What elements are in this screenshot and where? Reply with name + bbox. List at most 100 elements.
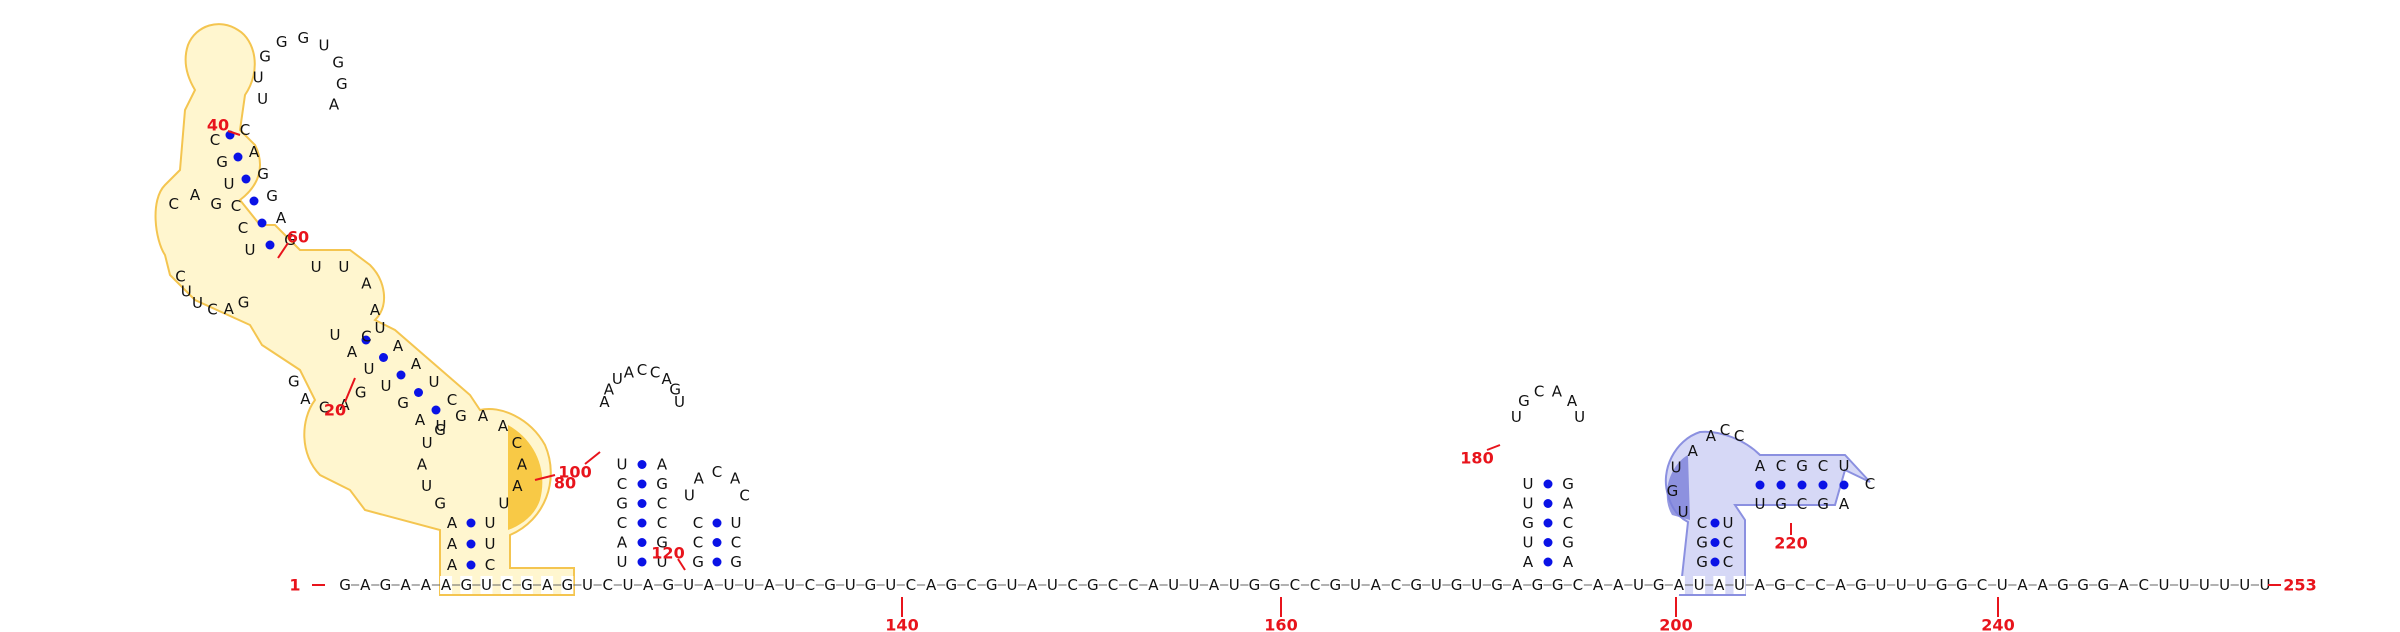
backbone-nucleotide: G	[1410, 576, 1422, 594]
loop-nucleotide: U	[498, 495, 509, 513]
nucleotide-bg	[824, 576, 837, 594]
nucleotide-bg	[440, 576, 453, 594]
loop-nucleotide: G	[288, 373, 300, 391]
nucleotide-bg	[1935, 576, 1948, 594]
stem-nucleotide: C	[617, 514, 627, 532]
loop-nucleotide: A	[1688, 442, 1699, 460]
loop-nucleotide: G	[1667, 482, 1679, 500]
backbone-nucleotide: U	[2219, 576, 2230, 594]
backbone-nucleotide: G	[663, 576, 675, 594]
backbone-nucleotide: G	[380, 576, 392, 594]
stem-nucleotide: A	[1523, 553, 1534, 571]
nucleotide-bg	[642, 576, 655, 594]
nucleotide-bg	[1187, 576, 1200, 594]
position-tick	[1486, 444, 1501, 451]
branch-nucleotide: A	[1755, 457, 1766, 475]
base-pair-dot	[396, 370, 406, 380]
loop-nucleotide: A	[300, 390, 311, 408]
stem-nucleotide: U	[617, 456, 628, 474]
backbone-nucleotide: C	[966, 576, 976, 594]
nucleotide-bg	[419, 576, 432, 594]
nucleotide-bg	[904, 576, 917, 594]
loop-nucleotide: A	[730, 470, 741, 488]
stem-nucleotide: U	[224, 175, 235, 193]
stem-nucleotide: A	[657, 456, 668, 474]
base-pair-dot	[637, 499, 647, 508]
position-label: 200	[1659, 616, 1692, 632]
base-pair-dot	[1543, 538, 1553, 547]
nucleotide-bg	[2178, 576, 2191, 594]
stem-nucleotide: C	[657, 514, 667, 532]
stem-nucleotide: G	[656, 475, 668, 493]
nucleotide-bg	[541, 576, 554, 594]
backbone-nucleotide: U	[744, 576, 755, 594]
start-label: 1	[289, 576, 300, 595]
loop-nucleotide: U	[257, 90, 268, 108]
backbone-nucleotide: C	[805, 576, 815, 594]
stem-nucleotide: G	[1522, 514, 1534, 532]
backbone-nucleotide: C	[602, 576, 612, 594]
loop-nucleotide: G	[336, 75, 348, 93]
backbone-nucleotide: G	[2057, 576, 2069, 594]
backbone-nucleotide: A	[1674, 576, 1685, 594]
backbone-nucleotide: G	[986, 576, 998, 594]
backbone-nucleotide: C	[906, 576, 916, 594]
base-pair-dot	[241, 174, 251, 184]
nucleotide-bg	[844, 576, 857, 594]
backbone-nucleotide: U	[845, 576, 856, 594]
base-pair-dot	[712, 557, 722, 567]
backbone-nucleotide: G	[824, 576, 836, 594]
backbone-nucleotide: U	[784, 576, 795, 594]
backbone-nucleotide: A	[1512, 576, 1523, 594]
nucleotide-bg	[601, 576, 614, 594]
backbone-nucleotide: C	[1391, 576, 1401, 594]
stem-nucleotide: G	[266, 187, 278, 205]
base-pair-dot	[466, 560, 476, 570]
base-pair-dot	[233, 152, 243, 162]
nucleotide-bg	[2036, 576, 2049, 594]
base-pair-dot	[712, 518, 722, 528]
stem-nucleotide: C	[731, 534, 741, 552]
stem-nucleotide: G	[397, 394, 409, 412]
nucleotide-bg	[1672, 576, 1685, 594]
nucleotide-bg	[1693, 576, 1706, 594]
nucleotide-bg	[1288, 576, 1301, 594]
stem-nucleotide: G	[434, 421, 446, 439]
branch-nucleotide: U	[1755, 495, 1766, 513]
stem-nucleotide: U	[245, 241, 256, 259]
loop-nucleotide: A	[662, 370, 673, 388]
nucleotide-bg	[1410, 576, 1423, 594]
stem-nucleotide: A	[249, 143, 260, 161]
base-pair-dot	[361, 335, 371, 345]
nucleotide-bg	[884, 576, 897, 594]
stem-nucleotide: G	[1562, 475, 1574, 493]
loop-nucleotide: U	[684, 487, 695, 505]
base-pair-dot	[1839, 480, 1849, 490]
stem-nucleotide: A	[1563, 553, 1574, 571]
position-label: 80	[554, 474, 576, 493]
nucleotide-bg	[1208, 576, 1221, 594]
backbone-nucleotide: U	[2199, 576, 2210, 594]
nucleotide-bg	[1773, 576, 1786, 594]
backbone-nucleotide: U	[1896, 576, 1907, 594]
stem-nucleotide: U	[1523, 495, 1534, 513]
branch-nucleotide: G	[1817, 495, 1829, 513]
loop-nucleotide: U	[338, 258, 349, 276]
base-pair-dot	[249, 196, 259, 206]
loop-nucleotide: A	[498, 417, 509, 435]
backbone-nucleotide: G	[460, 576, 472, 594]
base-pair-dot	[637, 557, 647, 567]
nucleotide-bg	[2157, 576, 2170, 594]
nucleotide-bg	[702, 576, 715, 594]
backbone-nucleotide: U	[1997, 576, 2008, 594]
backbone-nucleotide: U	[1916, 576, 1927, 594]
loop-nucleotide: G	[1518, 392, 1530, 410]
stem-nucleotide: C	[1563, 514, 1573, 532]
loop-nucleotide: U	[181, 282, 192, 300]
nucleotide-bg	[520, 576, 533, 594]
backbone-nucleotide: A	[400, 576, 411, 594]
stem-nucleotide: C	[617, 475, 627, 493]
